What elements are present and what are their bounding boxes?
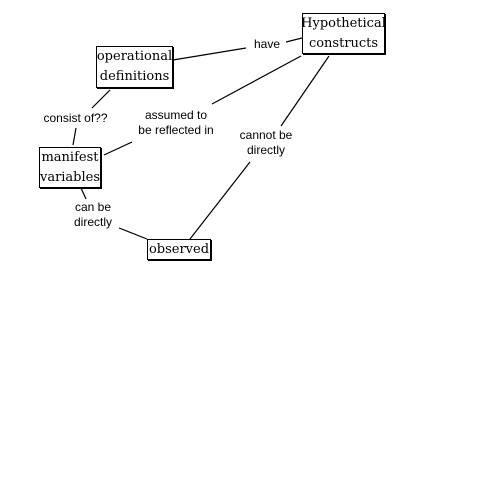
- node-manifest-variables[interactable]: manifest variables: [39, 147, 101, 188]
- connector-consist-to-manifest: [72, 127, 77, 146]
- link-label-cannot-be-directly: cannot be directly: [232, 128, 300, 158]
- link-label-assumed-to-be-reflected-in: assumed to be reflected in: [132, 108, 220, 138]
- connector-assumed-to-manifest: [103, 141, 133, 156]
- connector-cannot-to-observed: [189, 161, 251, 240]
- link-label-consist-of: consist of??: [38, 111, 113, 126]
- connector-hypothetical-to-cannot: [280, 55, 330, 127]
- connector-operational-to-consist: [91, 89, 111, 109]
- connector-manifest-to-can: [80, 187, 87, 200]
- connector-can-to-observed: [118, 227, 148, 240]
- node-observed[interactable]: observed: [147, 239, 211, 260]
- node-operational-definitions[interactable]: operational definitions: [96, 46, 173, 88]
- node-hypothetical-constructs[interactable]: Hypothetical constructs: [301, 13, 386, 54]
- connector-have-to-hypothetical: [285, 37, 303, 43]
- connector-hypothetical-to-assumed: [211, 55, 302, 105]
- connector-operational-to-have: [172, 47, 247, 61]
- link-label-have: have: [248, 37, 286, 52]
- link-label-can-be-directly: can be directly: [67, 200, 119, 230]
